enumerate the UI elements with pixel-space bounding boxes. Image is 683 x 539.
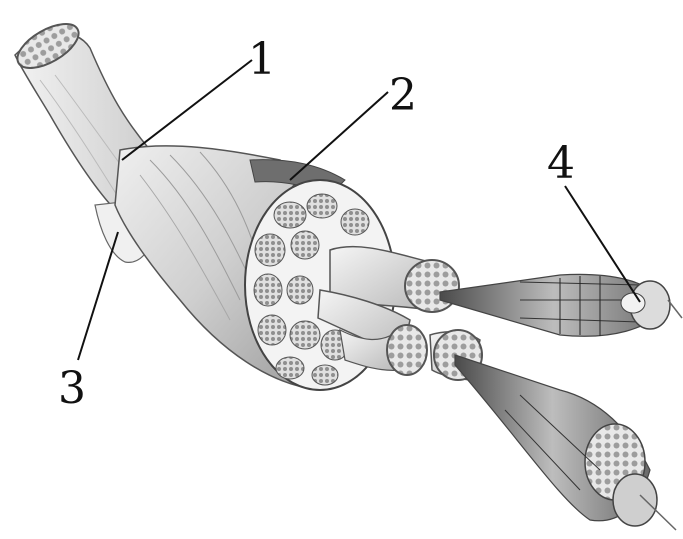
muscle-fibre-upper [440, 274, 682, 336]
leader-line-2 [290, 92, 388, 180]
label-2: 2 [389, 70, 417, 121]
leader-line-1 [122, 60, 252, 160]
label-3: 3 [58, 363, 86, 414]
muscle-fibre-lower [455, 355, 676, 530]
label-1: 1 [248, 34, 276, 85]
leader-line-3 [78, 232, 118, 360]
label-4: 4 [547, 138, 575, 189]
